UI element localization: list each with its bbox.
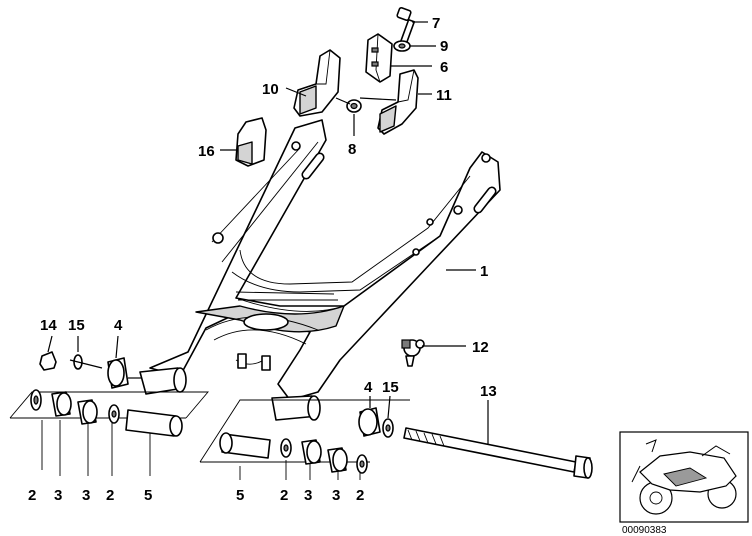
bearing-3-left-b[interactable]	[77, 399, 98, 425]
nut-8[interactable]	[346, 99, 362, 113]
exploded-group-left	[9, 391, 209, 476]
callout-11: 11	[436, 87, 452, 104]
callout-16: 16	[198, 143, 215, 160]
callout-labels: 7 9 6 10 11 16 8 1 14 15 4 12 4 15 13 2 …	[28, 15, 497, 504]
callout-3-right-b: 3	[332, 487, 340, 504]
callout-3-right-a: 3	[304, 487, 312, 504]
callout-4-right: 4	[364, 379, 373, 396]
chain-guide-10[interactable]	[293, 49, 341, 117]
callout-6: 6	[440, 59, 448, 76]
leader-lines	[47, 21, 489, 444]
chain-guide-11[interactable]	[377, 69, 419, 135]
axle-bolt-13[interactable]	[403, 427, 593, 479]
callout-5-right: 5	[236, 487, 244, 504]
clip-16[interactable]	[235, 117, 267, 167]
washer-9[interactable]	[393, 40, 411, 52]
motorcycle-thumbnail[interactable]	[619, 431, 749, 523]
callout-7: 7	[432, 15, 440, 32]
callout-8: 8	[348, 141, 356, 158]
sleeve-5-left[interactable]	[125, 409, 183, 437]
callout-2-left-b: 2	[106, 487, 114, 504]
swingarm[interactable]	[139, 119, 501, 421]
plate-6[interactable]	[365, 33, 393, 83]
callout-9: 9	[440, 38, 448, 55]
callout-5-left: 5	[144, 487, 152, 504]
washer-2-right-b[interactable]	[356, 454, 368, 474]
callout-3-left-a: 3	[54, 487, 62, 504]
bearing-3-right-a[interactable]	[301, 439, 322, 465]
callout-2-right-a: 2	[280, 487, 288, 504]
callout-13: 13	[480, 383, 497, 400]
washer-2-left-a[interactable]	[30, 389, 42, 411]
washer-15-right[interactable]	[382, 418, 394, 438]
callout-15-left: 15	[68, 317, 85, 334]
callout-2-right-b: 2	[356, 487, 364, 504]
callout-15-right: 15	[382, 379, 399, 396]
document-id: 00090383	[622, 525, 667, 536]
bearing-3-left-a[interactable]	[51, 391, 72, 417]
sleeve-5-right[interactable]	[219, 432, 271, 459]
spacer-4-right[interactable]	[358, 407, 381, 437]
callout-4-left: 4	[114, 317, 123, 334]
washer-2-right-a[interactable]	[280, 438, 292, 458]
grease-nipple-12[interactable]	[401, 339, 425, 367]
washer-2-left-b[interactable]	[108, 404, 120, 424]
bearing-3-right-b[interactable]	[327, 447, 348, 473]
callout-1: 1	[480, 263, 488, 280]
bolt-7[interactable]	[396, 7, 416, 48]
callout-2-left-a: 2	[28, 487, 36, 504]
spacer-4-left[interactable]	[107, 357, 129, 389]
nut-14[interactable]	[39, 351, 57, 371]
callout-3-left-b: 3	[82, 487, 90, 504]
callout-14: 14	[40, 317, 57, 334]
callout-12: 12	[472, 339, 489, 356]
callout-10: 10	[262, 81, 279, 98]
